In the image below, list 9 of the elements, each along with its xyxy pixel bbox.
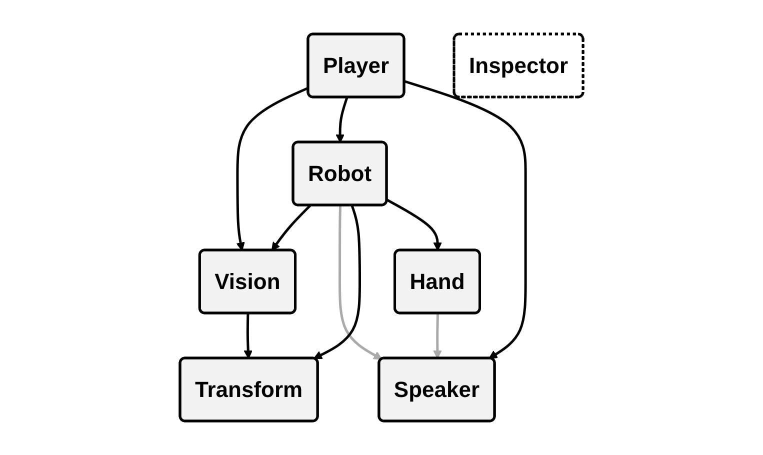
arrow [386, 198, 442, 251]
arrow [433, 313, 442, 359]
arrow [313, 205, 361, 359]
arrow [271, 204, 312, 251]
arrow [244, 313, 253, 359]
arrow [404, 80, 527, 359]
arrow [236, 86, 309, 251]
arrow [336, 97, 348, 143]
arrow [338, 205, 382, 360]
